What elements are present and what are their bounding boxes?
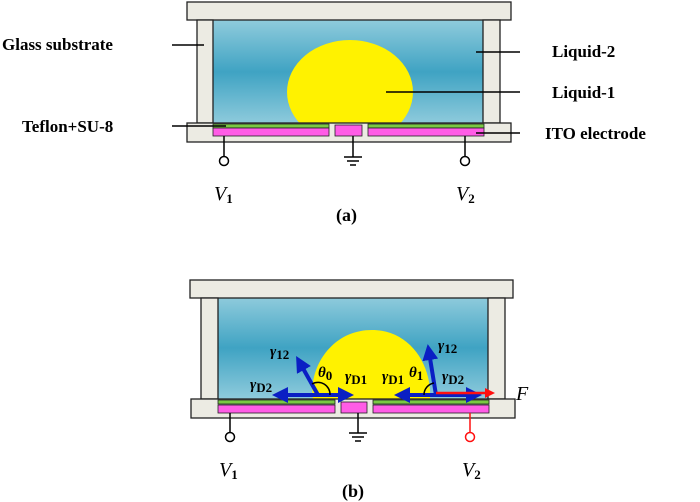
tension-vectors (272, 344, 482, 403)
terminal-v2-active (464, 431, 476, 443)
label-glass-substrate: Glass substrate (2, 35, 113, 54)
label-gamma-d2-left: γD2 (250, 377, 272, 395)
label-v2: V2 (462, 459, 481, 482)
theta1-arc (423, 382, 435, 396)
label-theta1: θ1 (409, 365, 423, 383)
left-glass-wall (196, 19, 214, 124)
label-v1: V1 (214, 183, 233, 206)
gamma-12-left-arrow (296, 356, 320, 396)
liquid-1-droplet (287, 40, 413, 124)
gamma-12-right-arrow (422, 344, 439, 396)
label-ito-electrode: ITO electrode (545, 124, 646, 143)
liquid-1-droplet (312, 330, 431, 399)
electrode-ground (340, 401, 368, 414)
label-gamma-d1-right: γD1 (382, 369, 404, 387)
left-glass-wall (200, 297, 219, 400)
terminal-v1 (224, 431, 236, 443)
panel-b: γ12 γD2 γD1 γD1 γ12 γD2 θ0 θ1 F V1 V2 (b… (189, 279, 529, 502)
teflon-layer-left (217, 399, 336, 405)
label-teflon-su8: Teflon+SU-8 (22, 117, 113, 136)
ground-icon (349, 413, 367, 442)
ground-icon (344, 136, 362, 166)
caption-b: (b) (342, 481, 364, 502)
label-liquid-2: Liquid-2 (552, 42, 615, 61)
electrode-left (217, 404, 336, 414)
theta0-arc (311, 381, 331, 396)
label-v1: V1 (219, 459, 238, 482)
label-force: F (515, 383, 529, 405)
terminal-v2 (459, 155, 471, 167)
label-gamma-d1-left: γD1 (345, 369, 367, 387)
terminal-v1 (218, 155, 230, 167)
label-v2: V2 (456, 183, 475, 206)
label-liquid-1: Liquid-1 (552, 83, 615, 102)
label-theta0: θ0 (318, 365, 332, 383)
panel-a: Glass substrate Teflon+SU-8 Liquid-2 Liq… (2, 1, 646, 226)
teflon-layer-left (212, 123, 330, 129)
teflon-layer-right (372, 399, 490, 405)
label-gamma-d2-right: γD2 (442, 369, 464, 387)
electrode-ground (334, 124, 363, 137)
caption-a: (a) (336, 205, 357, 226)
electrode-right (372, 404, 490, 414)
top-glass-plate (189, 279, 514, 299)
right-glass-wall (487, 297, 506, 400)
teflon-layer-right (367, 123, 485, 129)
electrode-right (367, 127, 485, 137)
label-gamma-12-right: γ12 (438, 338, 457, 356)
label-gamma-12-left: γ12 (270, 344, 289, 362)
right-glass-wall (482, 19, 501, 124)
electrode-left (212, 127, 330, 137)
top-glass-plate (186, 1, 512, 21)
